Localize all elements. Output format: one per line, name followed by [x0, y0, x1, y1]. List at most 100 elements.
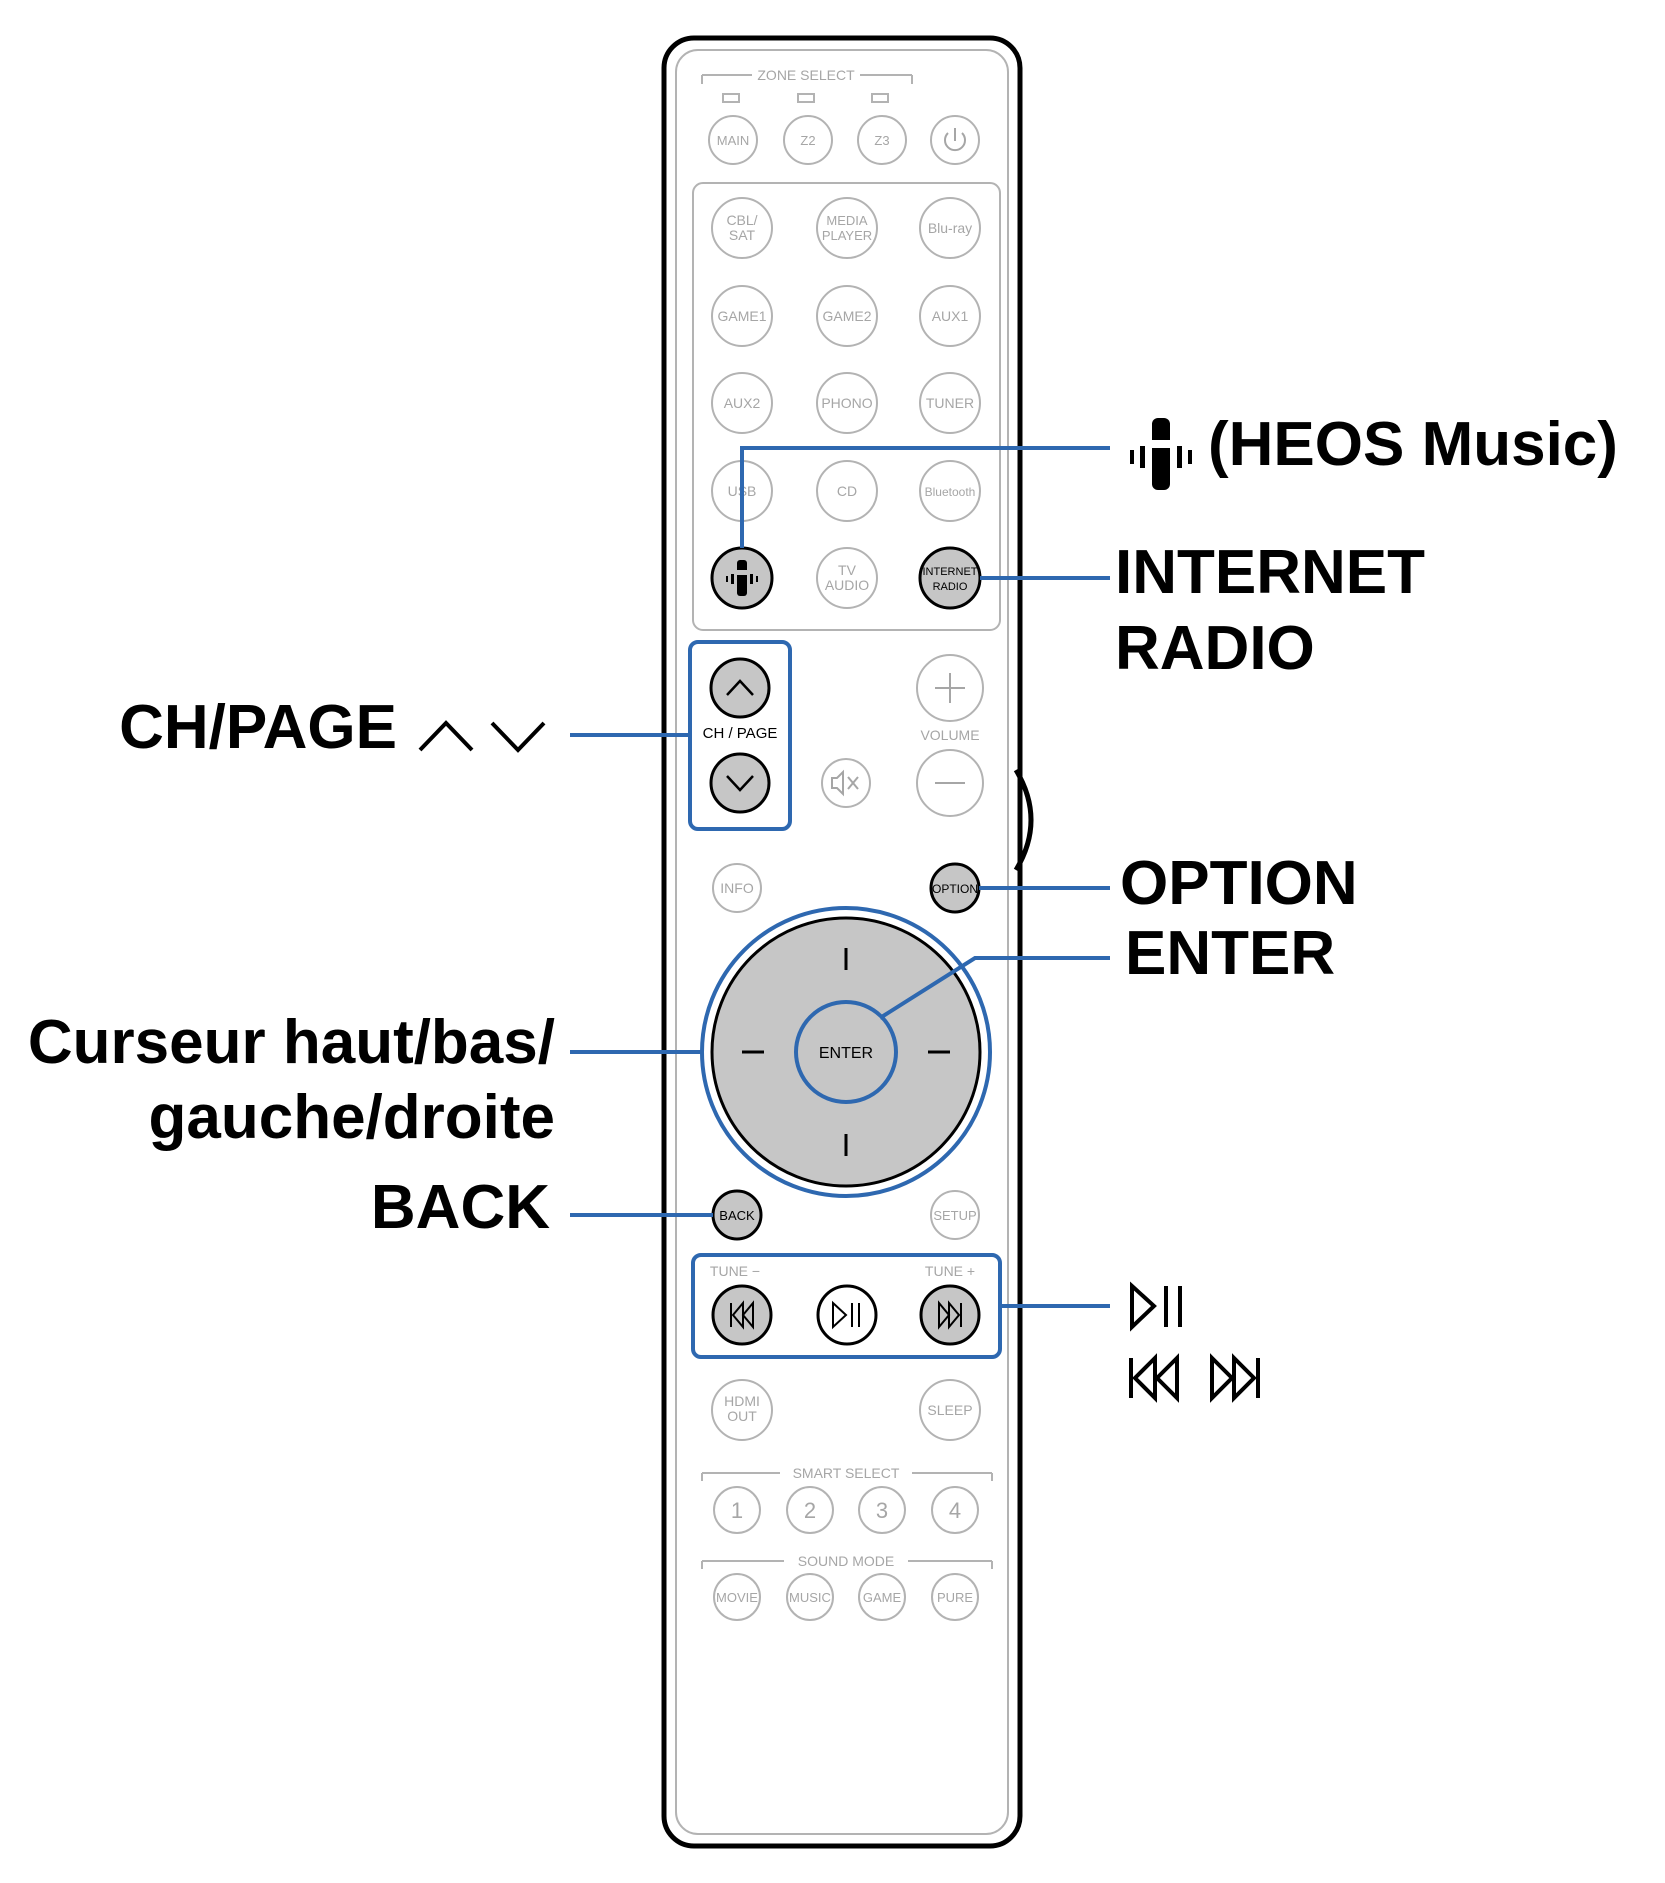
svg-text:GAME: GAME — [863, 1590, 902, 1605]
callout-back: BACK — [370, 1173, 550, 1242]
svg-text:PHONO: PHONO — [821, 395, 872, 411]
heos-icon-callout — [1130, 418, 1192, 490]
svg-text:Z2: Z2 — [800, 133, 815, 148]
game1-button[interactable]: GAME1 — [711, 285, 773, 347]
svg-text:TUNER: TUNER — [926, 395, 974, 411]
svg-text:GAME1: GAME1 — [717, 308, 766, 324]
svg-text:MAIN: MAIN — [717, 133, 750, 148]
mute-icon — [831, 769, 859, 797]
mute-button[interactable] — [821, 758, 871, 808]
svg-text:OPTION: OPTION — [932, 882, 978, 896]
setup-button[interactable]: SETUP — [930, 1190, 980, 1240]
cbl-sat-button[interactable]: CBL/SAT — [711, 197, 773, 259]
tune-plus-label: TUNE + — [925, 1263, 975, 1279]
zone3-button[interactable]: Z3 — [857, 115, 907, 165]
ch-page-down-button[interactable] — [709, 752, 771, 814]
callout-cursor-line2: gauche/droite — [148, 1083, 555, 1152]
callout-cursor-line1: Curseur haut/bas/ — [27, 1008, 555, 1077]
remote-side-bump — [1013, 768, 1034, 872]
ch-page-label: CH / PAGE — [703, 725, 778, 742]
skip-forward-button[interactable] — [919, 1284, 981, 1346]
music-button[interactable]: MUSIC — [786, 1573, 834, 1621]
heos-icon — [726, 560, 758, 596]
sleep-button[interactable]: SLEEP — [919, 1379, 981, 1441]
phono-button[interactable]: PHONO — [816, 372, 878, 434]
svg-text:TV: TV — [838, 562, 857, 578]
svg-text:CBL/: CBL/ — [726, 212, 757, 228]
callout-option: OPTION — [1120, 849, 1358, 918]
callout-internet-radio-line1: INTERNET — [1115, 538, 1425, 607]
pure-button[interactable]: PURE — [931, 1573, 979, 1621]
ch-page-chevrons-icon — [418, 720, 546, 753]
info-button[interactable]: INFO — [712, 863, 762, 913]
smart-select-title: SMART SELECT — [793, 1465, 900, 1481]
plus-icon — [935, 673, 965, 703]
svg-text:CD: CD — [837, 483, 857, 499]
svg-text:MUSIC: MUSIC — [789, 1590, 831, 1605]
svg-text:OUT: OUT — [727, 1408, 757, 1424]
play-pause-button[interactable] — [816, 1284, 878, 1346]
option-button[interactable]: OPTION — [929, 862, 981, 914]
zone2-button[interactable]: Z2 — [783, 115, 833, 165]
game-button[interactable]: GAME — [858, 1573, 906, 1621]
play-pause-callout-icon — [1130, 1281, 1182, 1332]
svg-text:2: 2 — [804, 1498, 816, 1523]
bluray-button[interactable]: Blu-ray — [919, 197, 981, 259]
game2-button[interactable]: GAME2 — [816, 285, 878, 347]
svg-text:INTERNET: INTERNET — [923, 566, 978, 578]
svg-text:RADIO: RADIO — [933, 581, 968, 593]
back-button[interactable]: BACK — [711, 1189, 763, 1241]
svg-text:MOVIE: MOVIE — [716, 1590, 758, 1605]
skip-back-icon — [730, 1300, 754, 1330]
enter-button[interactable]: ENTER — [794, 1000, 898, 1104]
svg-text:SLEEP: SLEEP — [927, 1402, 972, 1418]
svg-text:3: 3 — [876, 1498, 888, 1523]
svg-text:AUDIO: AUDIO — [825, 577, 869, 593]
svg-text:ENTER: ENTER — [819, 1045, 873, 1062]
chevron-down-icon — [726, 775, 754, 792]
svg-text:AUX1: AUX1 — [932, 308, 969, 324]
svg-text:BACK: BACK — [719, 1208, 755, 1223]
svg-text:1: 1 — [731, 1498, 743, 1523]
zone-select-title: ZONE SELECT — [757, 67, 855, 83]
cd-button[interactable]: CD — [816, 460, 878, 522]
skip-back-button[interactable] — [711, 1284, 773, 1346]
main-zone-button[interactable]: MAIN — [708, 115, 758, 165]
internet-radio-button[interactable]: INTERNET RADIO — [918, 546, 982, 610]
callout-enter: ENTER — [1125, 919, 1336, 988]
smart-select-2-button[interactable]: 2 — [786, 1486, 834, 1534]
aux1-button[interactable]: AUX1 — [919, 285, 981, 347]
power-button[interactable] — [930, 115, 980, 165]
svg-text:Bluetooth: Bluetooth — [925, 485, 976, 499]
sound-mode-title: SOUND MODE — [798, 1553, 894, 1569]
bluetooth-button[interactable]: Bluetooth — [919, 460, 981, 522]
svg-text:AUX2: AUX2 — [724, 395, 761, 411]
svg-text:MEDIA: MEDIA — [826, 213, 868, 228]
skip-forward-icon — [938, 1300, 962, 1330]
skip-callout-icons — [1129, 1353, 1260, 1403]
ch-page-up-button[interactable] — [709, 657, 771, 719]
tuner-button[interactable]: TUNER — [919, 372, 981, 434]
heos-music-button[interactable] — [710, 546, 774, 610]
svg-text:SAT: SAT — [729, 227, 756, 243]
callout-internet-radio-line2: RADIO — [1115, 614, 1315, 683]
volume-up-button[interactable] — [916, 654, 984, 722]
volume-label: VOLUME — [920, 727, 979, 743]
svg-text:HDMI: HDMI — [724, 1393, 760, 1409]
smart-select-3-button[interactable]: 3 — [858, 1486, 906, 1534]
smart-select-1-button[interactable]: 1 — [713, 1486, 761, 1534]
chevron-up-icon — [726, 679, 754, 696]
power-icon — [944, 128, 966, 152]
svg-text:GAME2: GAME2 — [822, 308, 871, 324]
aux2-button[interactable]: AUX2 — [711, 372, 773, 434]
movie-button[interactable]: MOVIE — [713, 1573, 761, 1621]
svg-text:PLAYER: PLAYER — [822, 228, 872, 243]
svg-text:PURE: PURE — [937, 1590, 973, 1605]
input-panel — [692, 182, 1001, 631]
smart-select-4-button[interactable]: 4 — [931, 1486, 979, 1534]
volume-down-button[interactable] — [916, 749, 984, 817]
